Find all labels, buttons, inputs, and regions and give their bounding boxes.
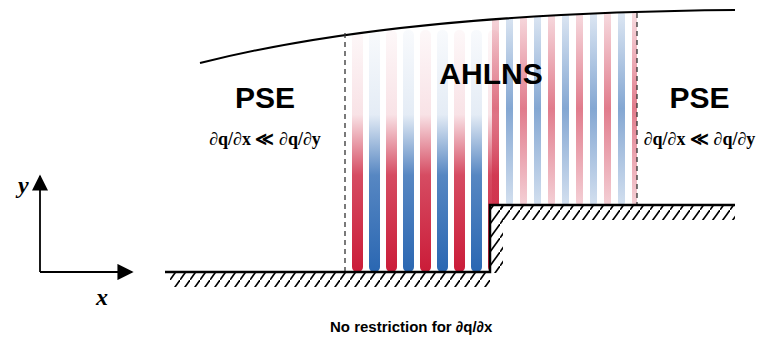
wave-stripe — [386, 30, 397, 272]
wave-stripe — [632, 12, 639, 205]
region-name: PSE — [235, 80, 295, 116]
wave-stripe — [590, 12, 597, 205]
wall-hatching — [170, 273, 490, 287]
wall-hatching — [491, 206, 503, 273]
wave-stripe — [520, 12, 527, 205]
annotation-note: No restriction for ∂q/∂x — [330, 318, 492, 335]
wave-stripe — [534, 12, 541, 205]
scale-condition: ∂q/∂x ≪ ∂q/∂y — [209, 128, 321, 150]
wave-stripe — [576, 12, 583, 205]
region-name: AHLNS — [439, 56, 542, 92]
solver-region: PSE ∂q/∂x ≪ ∂q/∂y — [639, 80, 760, 150]
wave-stripe — [352, 30, 363, 272]
y-axis — [39, 176, 41, 272]
wave-stripe — [420, 30, 431, 272]
interface-line — [344, 33, 345, 272]
x-axis — [40, 271, 132, 273]
step-wall — [165, 205, 735, 272]
axis-label: x — [96, 284, 108, 311]
wave-stripe — [548, 12, 555, 205]
wave-stripe — [403, 30, 414, 272]
wave-stripe — [562, 12, 569, 205]
axis-label: y — [18, 172, 29, 199]
boundary-layer-edge — [200, 10, 735, 63]
scale-condition: ∂q/∂x ≪ ∂q/∂y — [644, 128, 756, 150]
disturbance-waves — [352, 12, 639, 272]
interface-line — [636, 13, 637, 205]
wave-stripe — [506, 12, 513, 205]
wave-stripe — [369, 30, 380, 272]
region-name: PSE — [669, 80, 729, 116]
wave-stripe — [492, 12, 499, 205]
wall-hatching — [500, 206, 735, 220]
solver-region: PSE ∂q/∂x ≪ ∂q/∂y — [190, 80, 340, 150]
wave-stripe — [618, 12, 625, 205]
wave-stripe — [604, 12, 611, 205]
solver-region: AHLNS — [350, 56, 632, 92]
